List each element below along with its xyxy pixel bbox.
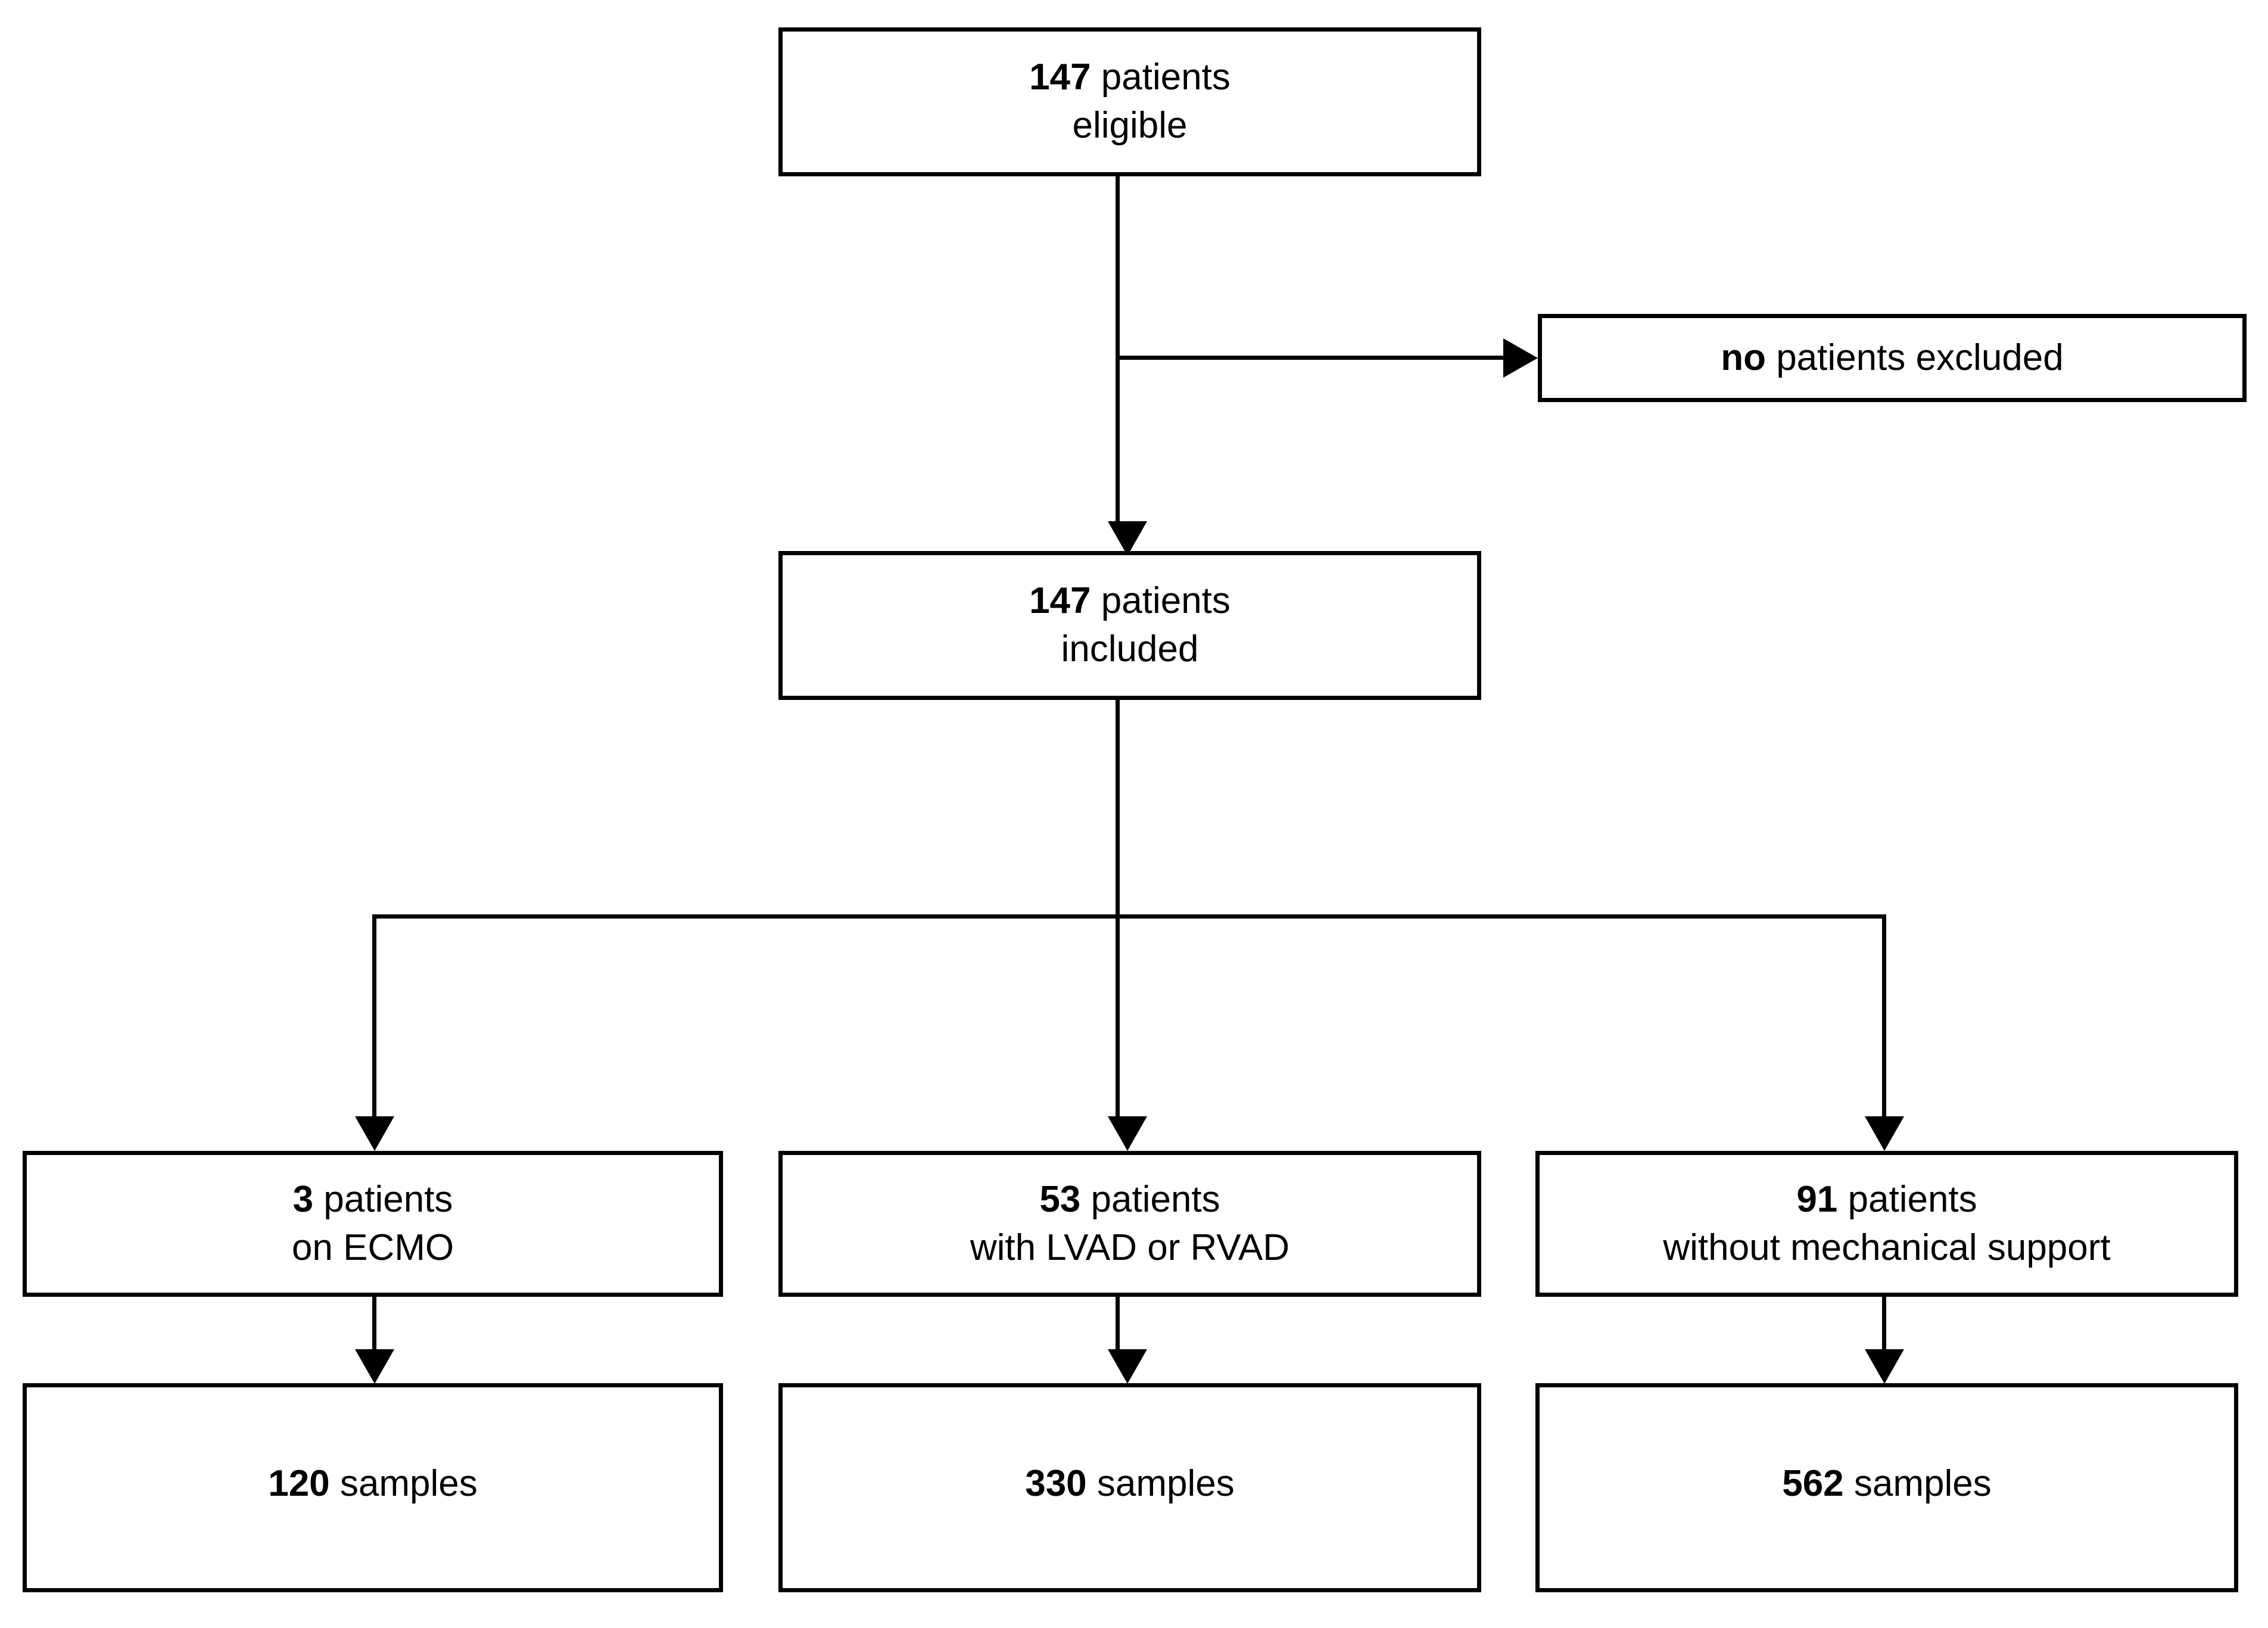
connector-vad-to-samples: [1116, 1297, 1120, 1353]
node-included-unit: patients: [1091, 580, 1230, 622]
node-eligible-unit: patients: [1091, 57, 1230, 98]
arrowhead-to-included: [1108, 521, 1147, 556]
node-vad-count: 53: [1039, 1178, 1081, 1220]
node-samples-nosupport-count: 562: [1782, 1463, 1844, 1504]
node-nosupport-unit: patients: [1837, 1178, 1977, 1220]
node-ecmo-count: 3: [292, 1178, 314, 1220]
node-eligible-line1: 147 patients: [1029, 54, 1230, 102]
node-samples-vad: 330 samples: [778, 1383, 1481, 1592]
node-samples-nosupport-line1: 562 samples: [1782, 1460, 1992, 1508]
connector-branchbar-to-vad: [1116, 914, 1120, 1117]
node-patients-eligible: 147 patients eligible: [778, 27, 1481, 176]
arrowhead-to-samples-nosupport: [1865, 1349, 1904, 1384]
connector-included-to-branchbar: [1116, 700, 1120, 916]
connector-branchbar-to-ecmo: [372, 914, 376, 1117]
node-samples-nosupport-unit: samples: [1843, 1463, 1992, 1504]
connector-nosupport-to-samples: [1882, 1297, 1886, 1353]
arrowhead-to-samples-ecmo: [355, 1349, 394, 1384]
node-eligible-count: 147: [1029, 57, 1091, 98]
node-ecmo-line1: 3 patients: [293, 1176, 453, 1224]
node-samples-vad-line1: 330 samples: [1025, 1460, 1235, 1508]
arrowhead-to-excluded: [1503, 338, 1538, 378]
connector-eligible-to-excluded: [1117, 356, 1504, 360]
node-included-count: 147: [1029, 580, 1091, 622]
node-patients-included: 147 patients included: [778, 551, 1481, 700]
node-samples-ecmo-unit: samples: [329, 1463, 478, 1504]
node-vad-line2: with LVAD or RVAD: [970, 1227, 1290, 1268]
node-included-line1: 147 patients: [1029, 577, 1230, 625]
node-samples-vad-count: 330: [1025, 1463, 1087, 1504]
node-vad-unit: patients: [1080, 1178, 1220, 1220]
node-group-vad: 53 patients with LVAD or RVAD: [778, 1151, 1481, 1297]
node-nosupport-count: 91: [1796, 1178, 1838, 1220]
connector-branchbar-to-nosupport: [1882, 914, 1886, 1117]
node-excluded-text: patients excluded: [1765, 337, 2064, 378]
node-eligible-line2: eligible: [1072, 105, 1188, 146]
connector-eligible-to-included: [1116, 176, 1120, 521]
arrowhead-to-nosupport: [1865, 1116, 1904, 1151]
node-samples-vad-unit: samples: [1086, 1463, 1235, 1504]
arrowhead-to-samples-vad: [1108, 1349, 1147, 1384]
node-group-no-mechanical-support: 91 patients without mechanical support: [1535, 1151, 2238, 1297]
node-samples-ecmo: 120 samples: [23, 1383, 723, 1592]
node-excluded-count: no: [1721, 337, 1766, 378]
node-nosupport-line2: without mechanical support: [1663, 1227, 2111, 1268]
node-samples-ecmo-count: 120: [268, 1463, 330, 1504]
node-group-ecmo: 3 patients on ECMO: [23, 1151, 723, 1297]
node-excluded-line1: no patients excluded: [1721, 334, 2064, 382]
connector-ecmo-to-samples: [372, 1297, 376, 1353]
node-nosupport-line1: 91 patients: [1796, 1176, 1977, 1224]
arrowhead-to-vad: [1108, 1116, 1147, 1151]
node-ecmo-unit: patients: [313, 1178, 453, 1220]
node-patients-excluded: no patients excluded: [1538, 314, 2247, 402]
node-included-line2: included: [1061, 628, 1199, 670]
arrowhead-to-ecmo: [355, 1116, 394, 1151]
node-ecmo-line2: on ECMO: [291, 1227, 454, 1268]
node-vad-line1: 53 patients: [1039, 1176, 1220, 1224]
node-samples-ecmo-line1: 120 samples: [268, 1460, 478, 1508]
branch-distribution-bar: [372, 914, 1886, 919]
node-samples-no-mechanical-support: 562 samples: [1535, 1383, 2238, 1592]
